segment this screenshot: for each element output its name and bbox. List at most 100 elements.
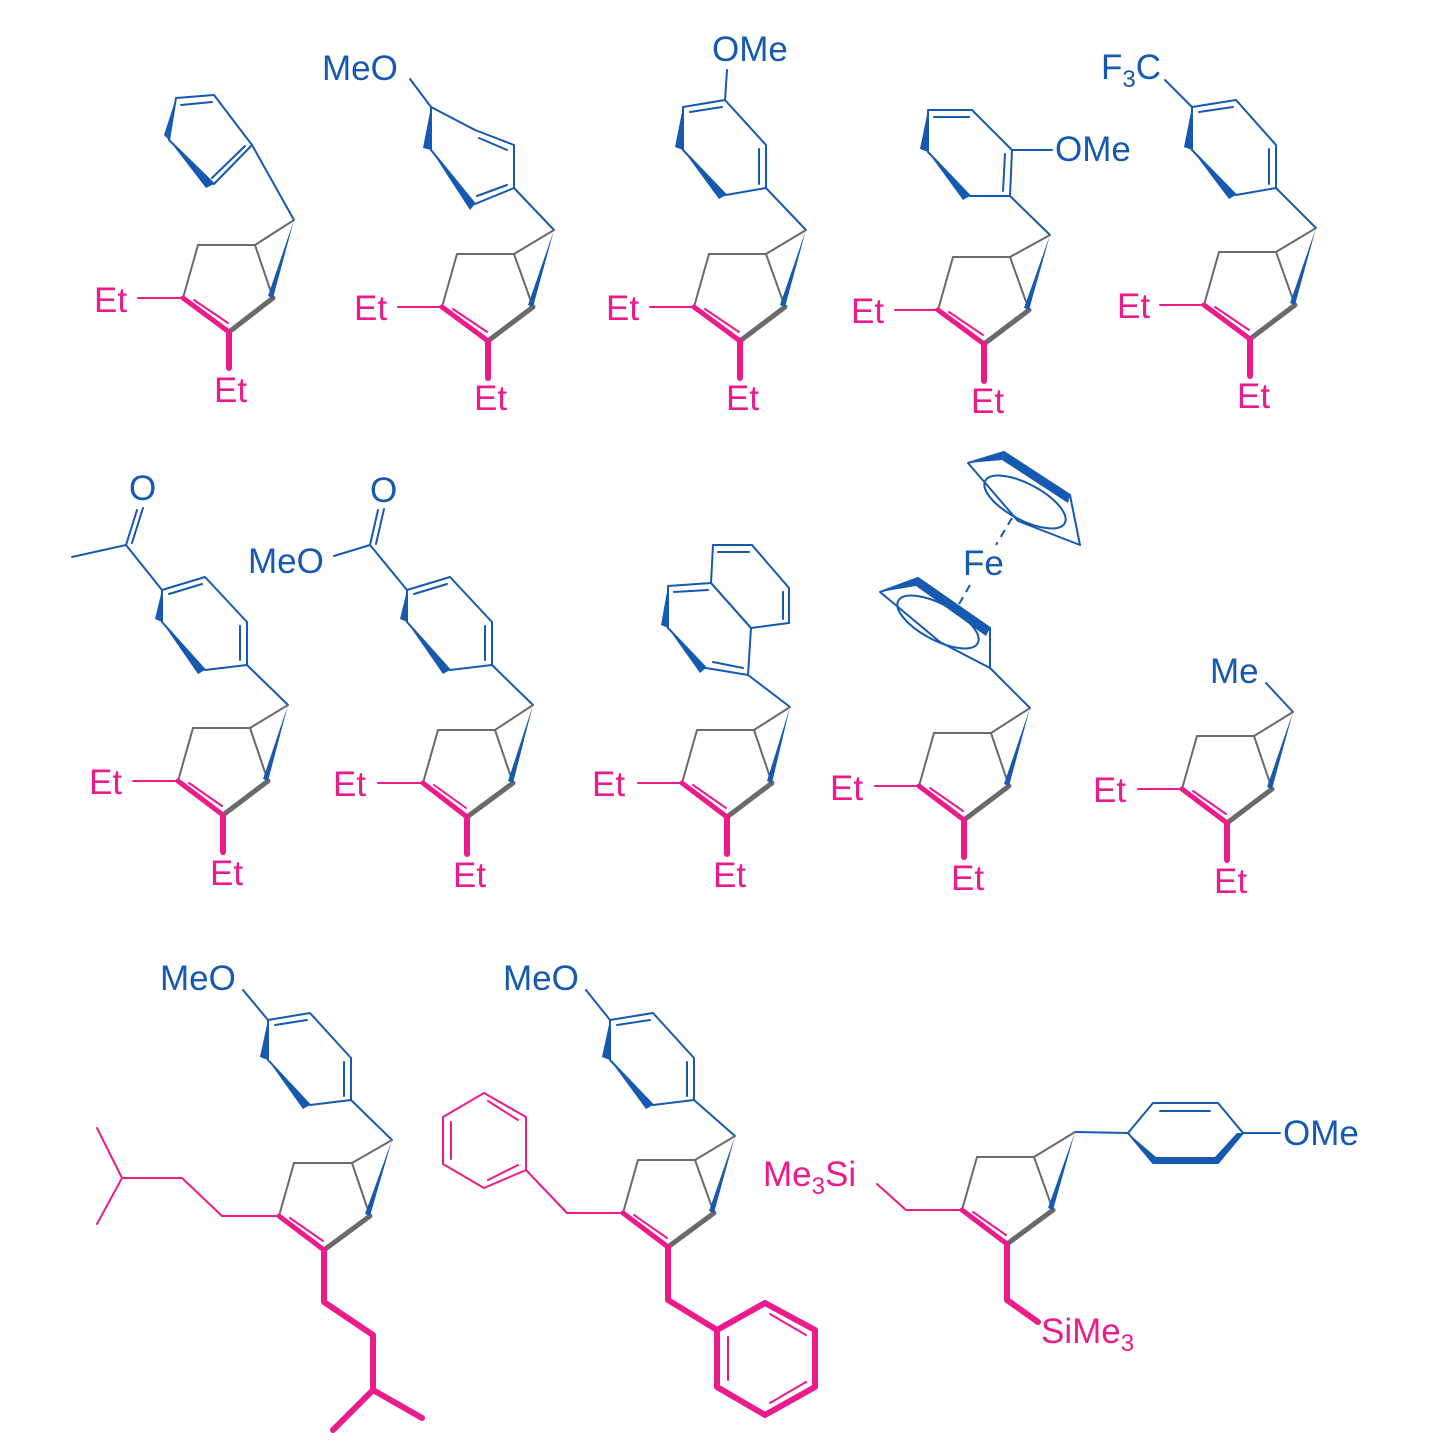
bicyclic-core bbox=[649, 229, 807, 381]
et-label: Et bbox=[1093, 771, 1126, 810]
et-label: Et bbox=[1237, 377, 1270, 416]
compound-9: Fe Et Et bbox=[830, 451, 1081, 898]
bicyclic-core bbox=[397, 229, 555, 381]
et-label: Et bbox=[971, 382, 1004, 421]
wedge-bond bbox=[365, 1140, 392, 1216]
aryl-group bbox=[168, 94, 295, 221]
wedge-bond bbox=[610, 1060, 653, 1109]
wedge-bond bbox=[780, 230, 806, 307]
wedge-bond bbox=[400, 590, 407, 622]
me-label: Me bbox=[1210, 652, 1259, 691]
wedge-bond bbox=[1002, 452, 1070, 503]
wedge-bond bbox=[169, 140, 214, 188]
wedge-bond bbox=[263, 705, 288, 781]
bicyclic-core bbox=[874, 707, 1031, 860]
wedge-bond bbox=[709, 1136, 735, 1213]
compound-13: OMe Me3Si SiMe3 bbox=[763, 1102, 1359, 1357]
aryl-group bbox=[1074, 1102, 1281, 1164]
benzyl-bold bbox=[665, 1244, 818, 1418]
wedge-bond bbox=[668, 628, 706, 673]
wedge-bond bbox=[260, 1020, 268, 1060]
et-label: Et bbox=[354, 289, 387, 328]
et-label: Et bbox=[89, 763, 122, 802]
wedge-bond bbox=[928, 152, 970, 200]
et-label: Et bbox=[726, 379, 759, 418]
wedge-bond bbox=[268, 220, 294, 298]
fe-label: Fe bbox=[963, 544, 1004, 583]
tms-thin bbox=[876, 1183, 963, 1211]
compound-10: Me Et Et bbox=[1093, 652, 1294, 901]
compound-7: O MeO Et Et bbox=[248, 471, 534, 895]
meo-label: MeO bbox=[322, 49, 398, 88]
wedge-bond bbox=[164, 98, 176, 140]
cyclopentadienyl-bottom bbox=[879, 577, 1031, 709]
meo-label: MeO bbox=[248, 542, 324, 581]
bicyclic-core bbox=[137, 219, 295, 371]
et-label: Et bbox=[851, 292, 884, 331]
compound-8: Et Et bbox=[592, 544, 791, 895]
et-label: Et bbox=[606, 289, 639, 328]
et-label: Et bbox=[453, 856, 486, 895]
bicyclic-core bbox=[637, 706, 791, 857]
wedge-bond bbox=[916, 578, 990, 636]
wedge-bond bbox=[1128, 1133, 1243, 1163]
bicyclic-core bbox=[132, 704, 289, 855]
et-label: Et bbox=[1117, 287, 1150, 326]
carbonyl-o-label: O bbox=[370, 471, 397, 510]
meo-label: MeO bbox=[160, 959, 236, 998]
isopentyl-bold bbox=[321, 1247, 425, 1433]
wedge-bond bbox=[1192, 150, 1236, 199]
carbonyl-o-label: O bbox=[129, 469, 156, 508]
et-label: Et bbox=[214, 371, 247, 410]
et-label: Et bbox=[830, 769, 863, 808]
wedge-bond bbox=[268, 1060, 310, 1109]
wedge-bond bbox=[431, 150, 475, 210]
aryl-group bbox=[409, 78, 555, 231]
compound-4: OMe Et Et bbox=[851, 109, 1131, 421]
wedge-bond bbox=[1004, 708, 1030, 786]
et-label: Et bbox=[951, 859, 984, 898]
et-label: Et bbox=[592, 765, 625, 804]
meo-label: MeO bbox=[503, 959, 579, 998]
me3si-label: Me3Si bbox=[763, 1155, 856, 1200]
wedge-bond bbox=[155, 590, 162, 622]
aryl-group bbox=[585, 989, 736, 1137]
compound-3: OMe Et Et bbox=[606, 30, 807, 418]
wedge-bond bbox=[407, 622, 450, 674]
wedge-bond bbox=[683, 150, 726, 199]
bicyclic-core bbox=[894, 234, 1051, 384]
f3c-label: F3C bbox=[1101, 48, 1161, 93]
wedge-bond bbox=[1267, 712, 1293, 789]
bicyclic-core bbox=[377, 704, 534, 857]
et-label: Et bbox=[713, 856, 746, 895]
fe-coordination bbox=[957, 517, 1013, 607]
compound-12: MeO bbox=[442, 959, 818, 1418]
wedge-bond bbox=[508, 705, 533, 783]
wedge-bond bbox=[767, 707, 790, 783]
isopentyl-thin bbox=[96, 1127, 280, 1225]
wedge-bond bbox=[1048, 1132, 1075, 1210]
bicyclic-core bbox=[959, 1131, 1076, 1247]
wedge-bond bbox=[423, 107, 431, 150]
wedge-bond bbox=[1184, 107, 1192, 150]
et-label: Et bbox=[1214, 862, 1247, 901]
aryl-group bbox=[242, 989, 393, 1141]
benzyl-thin bbox=[442, 1092, 624, 1214]
tms-bold bbox=[1004, 1241, 1041, 1325]
sime3-label: SiMe3 bbox=[1041, 1312, 1134, 1357]
compound-2: MeO Et Et bbox=[322, 49, 555, 418]
wedge-bond bbox=[880, 578, 918, 592]
et-label: Et bbox=[210, 854, 243, 893]
et-label: Et bbox=[474, 379, 507, 418]
bicyclic-core bbox=[1137, 711, 1294, 863]
et-label: Et bbox=[94, 281, 127, 320]
aryl-group bbox=[71, 507, 289, 706]
wedge-bond bbox=[1024, 235, 1050, 310]
benzyl-bold-inner bbox=[727, 1313, 807, 1404]
bicyclic-core bbox=[620, 1135, 736, 1250]
wedge-bond bbox=[162, 622, 205, 674]
compound-1: Et Et bbox=[94, 94, 295, 410]
bicyclic-core bbox=[276, 1139, 393, 1253]
bicyclic-core bbox=[1159, 227, 1317, 379]
